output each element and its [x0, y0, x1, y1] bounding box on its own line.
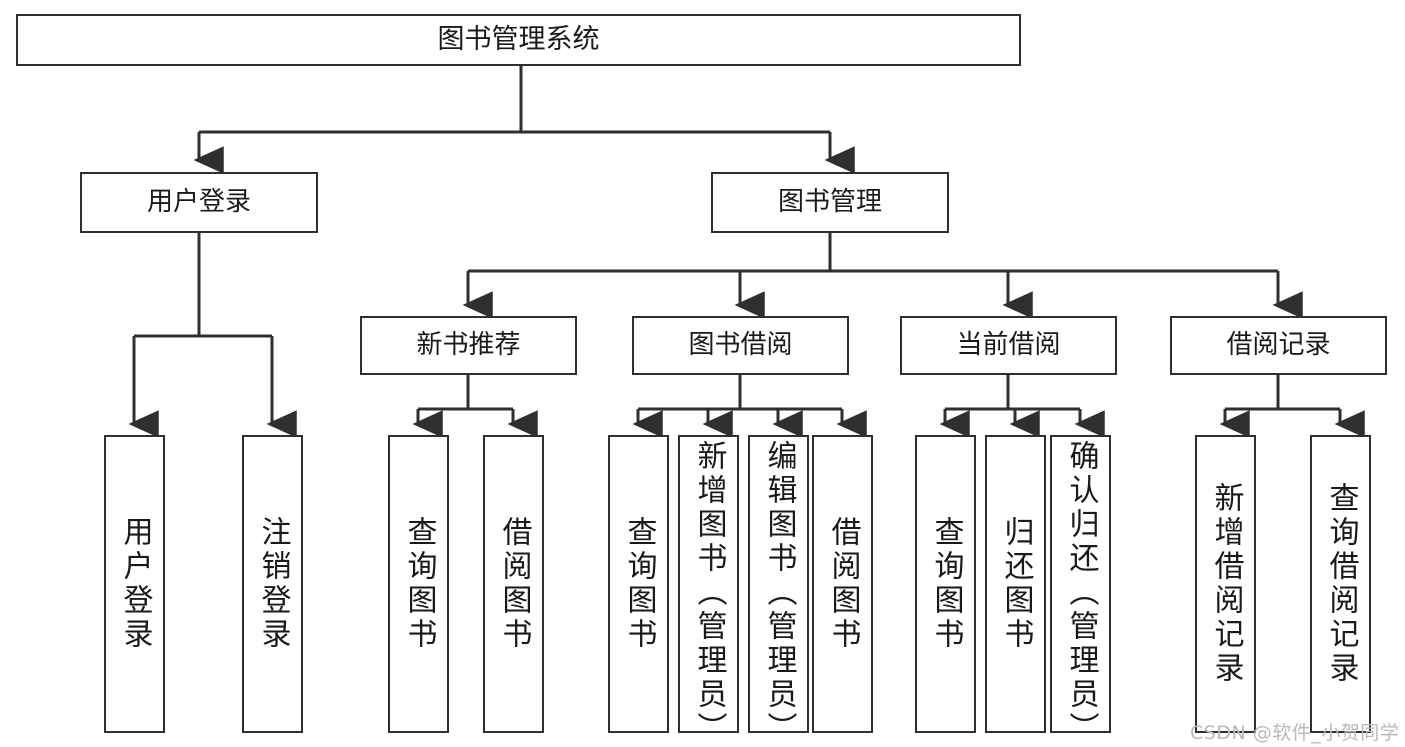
- node-leaf-query-record[interactable]: 查询借阅记录: [1310, 435, 1371, 733]
- node-leaf-add-book[interactable]: 新增图书（管理员）: [678, 435, 739, 746]
- node-label: 借阅图书: [496, 516, 532, 652]
- node-leaf-return-book[interactable]: 归还图书: [985, 435, 1046, 733]
- node-leaf-borrow-book-1[interactable]: 借阅图书: [483, 435, 544, 733]
- node-leaf-query-book-3[interactable]: 查询图书: [915, 435, 976, 733]
- node-leaf-edit-book[interactable]: 编辑图书（管理员）: [748, 435, 809, 746]
- node-leaf-confirm-return[interactable]: 确认归还（管理员）: [1050, 435, 1111, 746]
- node-leaf-logout-login[interactable]: 注销登录: [242, 435, 303, 733]
- node-label: 图书管理系统: [437, 24, 600, 56]
- node-book-management[interactable]: 图书管理: [711, 172, 949, 233]
- node-label: 查询图书: [621, 516, 657, 652]
- node-label: 查询图书: [928, 516, 964, 652]
- node-leaf-query-book-2[interactable]: 查询图书: [608, 435, 669, 733]
- node-leaf-add-record[interactable]: 新增借阅记录: [1195, 435, 1256, 733]
- node-root-book-management-system[interactable]: 图书管理系统: [16, 14, 1021, 66]
- node-leaf-borrow-book-2[interactable]: 借阅图书: [812, 435, 873, 733]
- node-current-borrow[interactable]: 当前借阅: [900, 316, 1117, 375]
- node-book-borrow[interactable]: 图书借阅: [632, 316, 849, 375]
- node-label: 用户登录: [117, 516, 153, 652]
- node-label: 归还图书: [998, 516, 1034, 652]
- node-new-book-recommend[interactable]: 新书推荐: [360, 316, 577, 375]
- node-label: 确认归还（管理员）: [1063, 440, 1099, 746]
- node-borrow-record[interactable]: 借阅记录: [1170, 316, 1387, 375]
- node-label: 当前借阅: [956, 330, 1061, 361]
- node-label: 新书推荐: [416, 330, 521, 361]
- node-leaf-query-book-1[interactable]: 查询图书: [388, 435, 449, 733]
- node-label: 编辑图书（管理员）: [761, 440, 797, 746]
- watermark: CSDN @软件_小贺同学: [1190, 722, 1400, 744]
- node-label: 图书管理: [777, 187, 882, 218]
- node-leaf-user-login[interactable]: 用户登录: [104, 435, 165, 733]
- node-label: 注销登录: [255, 516, 291, 652]
- node-label: 借阅图书: [825, 516, 861, 652]
- node-label: 图书借阅: [688, 330, 793, 361]
- node-label: 查询借阅记录: [1323, 482, 1359, 686]
- node-label: 借阅记录: [1226, 330, 1331, 361]
- node-label: 新增图书（管理员）: [691, 440, 727, 746]
- node-user-login[interactable]: 用户登录: [80, 172, 318, 233]
- node-label: 用户登录: [146, 187, 251, 218]
- node-label: 新增借阅记录: [1208, 482, 1244, 686]
- node-label: 查询图书: [401, 516, 437, 652]
